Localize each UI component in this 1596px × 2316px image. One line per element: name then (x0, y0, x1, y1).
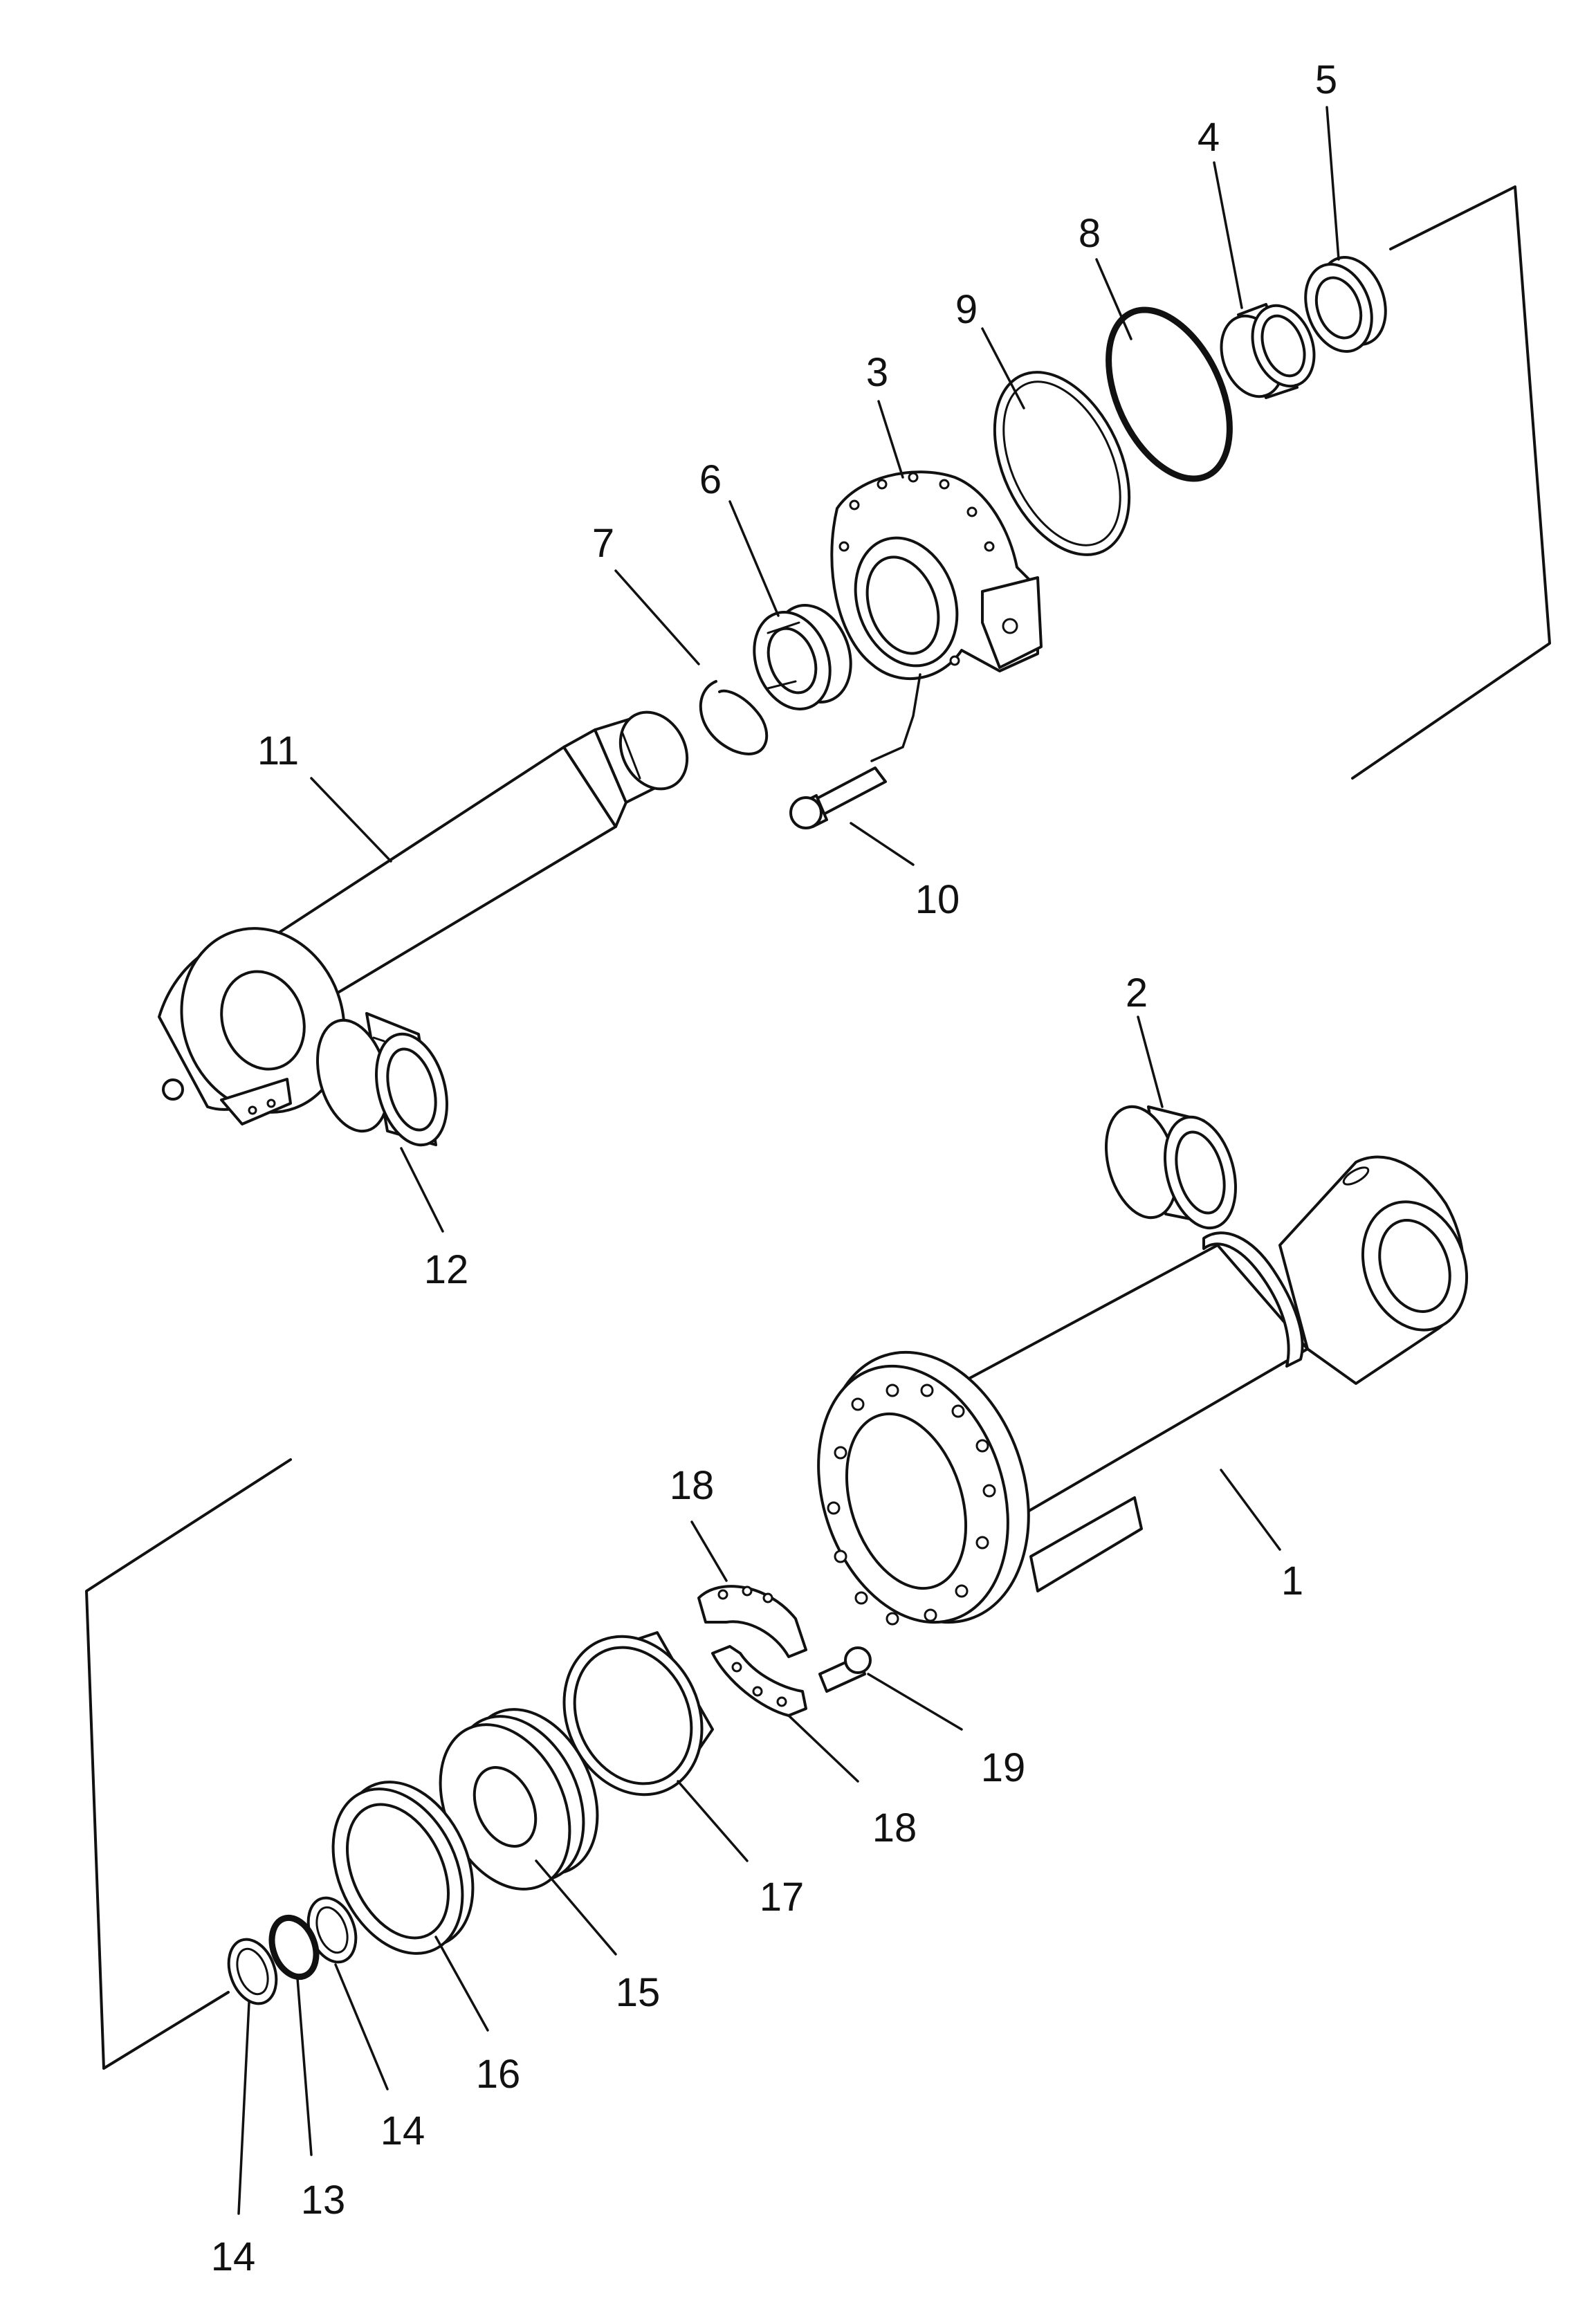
set-screw (818, 1646, 872, 1693)
callout-14c: 14 (211, 2234, 256, 2279)
callout-14a: 14 (380, 2108, 425, 2153)
backup-ring-inner (1002, 380, 1121, 546)
callout-5: 5 (1315, 57, 1337, 102)
leader-13 (296, 1977, 313, 2156)
callout-2: 2 (1126, 971, 1148, 1015)
callout-7: 7 (592, 521, 614, 566)
o-ring (1106, 306, 1233, 482)
rod-end-bushing (316, 1012, 448, 1147)
o-ring-small (268, 1914, 320, 1980)
upper-group-bracket-line (1351, 185, 1551, 780)
callout-1: 1 (1281, 1559, 1303, 1603)
leader-4 (1213, 161, 1243, 309)
callout-13: 13 (301, 2178, 346, 2223)
bearing-small (753, 604, 852, 710)
leader-14c (237, 2001, 250, 2215)
callout-12: 12 (424, 1247, 469, 1292)
leader-12 (400, 1147, 444, 1233)
lower-group-bracket-line (85, 1458, 292, 2070)
leader-10 (850, 822, 915, 866)
callout-18b: 18 (872, 1805, 917, 1850)
leader-17 (677, 1780, 749, 1862)
cylinder-tube (817, 1155, 1469, 1626)
leader-6 (728, 500, 780, 617)
cylinder-head (830, 470, 1043, 680)
split-ring-upper (697, 1585, 807, 1658)
head-bushing (1220, 303, 1316, 399)
head-to-bolt-leader (870, 673, 921, 762)
callout-8: 8 (1079, 211, 1101, 256)
piston-ring (331, 1781, 475, 1955)
piston (439, 1708, 599, 1891)
backup-ring-small-left (227, 1938, 278, 2005)
leader-19 (867, 1673, 963, 1731)
leader-11 (310, 777, 392, 863)
callout-4: 4 (1198, 115, 1220, 160)
dust-seal (1304, 256, 1387, 353)
callout-3: 3 (866, 350, 888, 395)
bottom-bushing (1105, 1105, 1237, 1230)
callout-15: 15 (616, 1970, 661, 2015)
callout-18a: 18 (670, 1463, 715, 1508)
leader-3 (877, 400, 904, 479)
callout-10: 10 (915, 877, 960, 922)
snap-ring (699, 680, 769, 755)
backup-ring (993, 371, 1131, 556)
wear-ring (562, 1631, 714, 1796)
leader-7 (614, 569, 700, 665)
callout-9: 9 (955, 287, 978, 332)
callout-11: 11 (257, 728, 299, 773)
head-bolt (789, 766, 887, 829)
leader-5 (1326, 106, 1340, 261)
leader-1 (1220, 1469, 1281, 1551)
leader-16 (434, 1936, 489, 2032)
callout-16: 16 (476, 2052, 521, 2097)
leader-8 (1095, 258, 1132, 340)
leader-18a (690, 1520, 728, 1582)
split-ring-lower (711, 1645, 807, 1717)
callout-19: 19 (981, 1745, 1026, 1790)
leader-2 (1137, 1015, 1164, 1108)
leader-14a (334, 1963, 389, 2090)
callout-17: 17 (760, 1875, 805, 1920)
leader-18b (787, 1714, 859, 1783)
leader-9 (981, 327, 1025, 410)
piston-rod (158, 710, 689, 1125)
leader-15 (535, 1859, 617, 1956)
callout-6: 6 (699, 457, 722, 502)
